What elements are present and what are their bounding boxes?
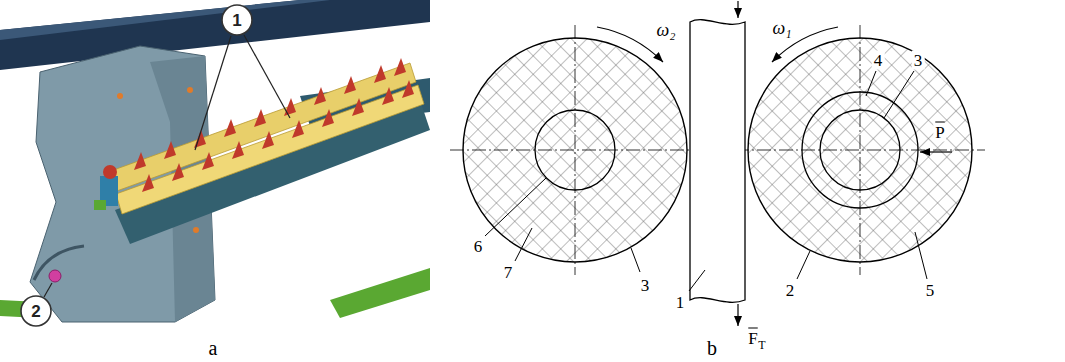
leader-line: [485, 178, 546, 236]
angular-speed: ω₁: [773, 19, 792, 37]
centerline: [575, 25, 576, 275]
leader-lines: [485, 71, 927, 291]
leader-line: [884, 71, 914, 118]
leader-line: [44, 283, 52, 297]
blade: [344, 76, 356, 94]
leader-line: [195, 36, 231, 150]
blade: [254, 109, 266, 127]
bolt: [49, 270, 61, 282]
machine-illustration: [0, 0, 430, 322]
bubble-circle: [222, 5, 252, 35]
callout-bubble: 1: [221, 4, 253, 36]
blade: [164, 141, 176, 159]
leader-line: [797, 251, 810, 279]
callout-number: 4: [872, 51, 885, 70]
callout-number: 3: [641, 277, 650, 294]
blade: [314, 87, 326, 105]
force-subscript: T: [758, 339, 765, 351]
centerline: [860, 25, 861, 275]
feed-arrow: [737, 1, 738, 18]
bolt: [117, 93, 123, 99]
force-symbol: P: [933, 123, 946, 142]
panel-letter: b: [707, 338, 717, 358]
roller-scheme: [450, 1, 985, 326]
blade: [134, 152, 146, 170]
callout-number: 7: [504, 264, 513, 281]
green-beam: [330, 268, 430, 318]
callout-number: 6: [474, 238, 483, 255]
drive-part: [103, 165, 117, 179]
drive-part: [94, 200, 106, 210]
callout-number: 1: [676, 294, 685, 311]
callout-number: 2: [786, 282, 795, 299]
leader-line: [244, 35, 290, 118]
pressure-arrow: [920, 151, 952, 152]
bubble-circle: [21, 296, 51, 326]
callout-number: 1: [232, 12, 241, 29]
blade: [374, 65, 386, 83]
angular-speed: ω₂: [657, 21, 676, 39]
centerline: [450, 150, 700, 151]
leader-line: [515, 228, 532, 261]
force-arrow: [737, 304, 738, 326]
panel-letter: a: [209, 338, 218, 358]
leader-line: [689, 270, 705, 291]
centerline: [735, 150, 985, 151]
top-beam: [0, 0, 430, 70]
blade: [284, 98, 296, 116]
leader-line: [915, 232, 927, 279]
bolt: [193, 227, 199, 233]
blade: [224, 119, 236, 137]
rotation-arrow: [597, 27, 663, 62]
leader-line: [631, 248, 640, 272]
stem-material: [690, 20, 745, 303]
blade: [394, 58, 406, 76]
force-symbol: F: [748, 330, 757, 347]
leader-line: [866, 71, 876, 96]
callout-bubble: 2: [20, 295, 52, 327]
callout-number: 5: [926, 282, 935, 299]
roller: [116, 85, 424, 214]
callout-number: 3: [912, 51, 925, 70]
beam-face: [0, 0, 330, 40]
callout-number: 2: [31, 303, 40, 320]
bolt: [187, 87, 193, 93]
roller: [108, 63, 416, 192]
